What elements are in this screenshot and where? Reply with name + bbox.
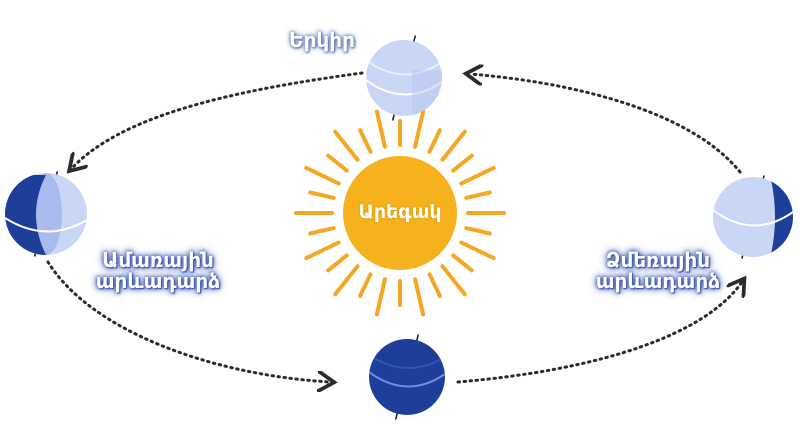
sun-label: Արեգակ (358, 201, 442, 223)
sun-ray (451, 253, 474, 273)
sun-ray (333, 264, 360, 297)
earth-right-globe-icon (713, 175, 793, 259)
sun-ray (440, 129, 467, 162)
sun-ray (459, 165, 496, 186)
sun-ray (464, 226, 492, 236)
orbit-arc-bottom-left (46, 260, 330, 382)
sun-ray (358, 272, 373, 298)
earth-top-globe-icon (366, 35, 442, 121)
sun-ray (459, 240, 496, 261)
sun-ray (440, 264, 467, 297)
winter-solstice-line2: արևադարձ (595, 269, 721, 293)
orbit-path (46, 71, 742, 384)
orbit-arc-top-left (72, 71, 364, 168)
summer-solstice-line2: արևադարձ (95, 269, 221, 293)
sun-ray (374, 109, 387, 149)
sun-ray (304, 165, 341, 186)
sun-ray (413, 109, 426, 149)
sun-ray (308, 190, 336, 200)
sun-ray (374, 277, 387, 317)
winter-solstice-label: Ձմեռային արևադարձ (568, 250, 748, 292)
sun-ray (427, 128, 442, 154)
sun-ray (308, 226, 336, 236)
sun-icon (294, 109, 506, 317)
orbit-arc-top-right (470, 74, 742, 174)
orbit-arc-bottom-right (456, 282, 742, 384)
summer-solstice-line1: Ամառային (102, 248, 214, 272)
sun-ray (413, 277, 426, 317)
earth-left-globe-icon (5, 171, 87, 257)
sun-ray (451, 153, 474, 173)
earth-label: Երկիր (289, 28, 355, 52)
sun-ray (333, 129, 360, 162)
sun-ray (304, 240, 341, 261)
sun-ray (464, 190, 492, 200)
sun-ray (326, 253, 349, 273)
sun-ray (427, 272, 442, 298)
sun-disc (343, 156, 457, 270)
earth-bottom-globe-icon (369, 334, 445, 420)
sun-ray (358, 128, 373, 154)
summer-solstice-label: Ամառային արևադարձ (68, 250, 248, 292)
sun-ray (326, 153, 349, 173)
winter-solstice-line1: Ձմեռային (605, 248, 711, 272)
